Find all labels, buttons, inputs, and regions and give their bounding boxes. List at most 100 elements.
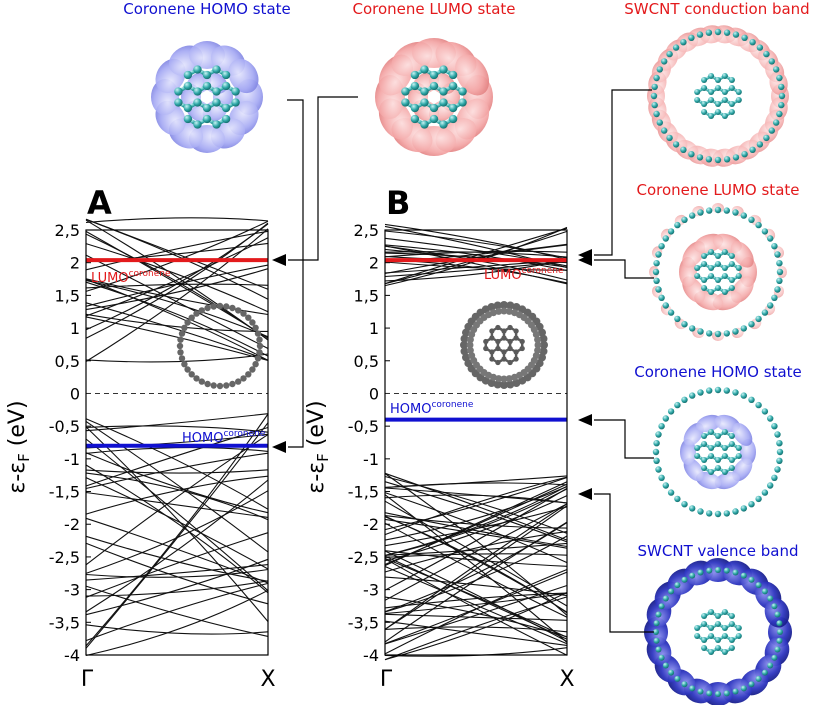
atom xyxy=(761,489,769,496)
atom xyxy=(708,288,715,296)
arrow-head xyxy=(578,488,592,500)
atom xyxy=(507,338,513,345)
atom xyxy=(735,272,742,280)
band-line xyxy=(384,576,568,597)
swcnt-coronene-lumo-picture xyxy=(649,203,787,341)
atom xyxy=(662,235,669,242)
atom xyxy=(221,103,231,113)
atom xyxy=(655,251,662,258)
atom xyxy=(489,356,495,362)
atom xyxy=(701,76,708,84)
atom xyxy=(495,324,501,331)
atom xyxy=(221,70,231,80)
atom xyxy=(448,103,458,113)
atom xyxy=(229,380,236,388)
band-line xyxy=(85,278,269,316)
atom xyxy=(767,482,774,489)
atom xyxy=(513,349,519,355)
atom xyxy=(221,81,231,91)
atom xyxy=(748,321,755,328)
orbital-lobe xyxy=(696,414,722,433)
y-tick-label: -3 xyxy=(363,581,379,600)
atom xyxy=(487,303,496,311)
band-line xyxy=(85,281,269,357)
band-line xyxy=(85,218,269,290)
band-line xyxy=(384,592,568,615)
atom xyxy=(245,371,252,378)
atom xyxy=(483,338,489,345)
atom xyxy=(756,141,764,148)
atom xyxy=(697,688,704,695)
band-line xyxy=(85,438,269,592)
atom xyxy=(493,380,502,389)
orbital-lobe xyxy=(714,471,740,490)
atom xyxy=(732,389,739,396)
atom xyxy=(506,380,515,389)
atom xyxy=(694,632,701,640)
atom xyxy=(501,356,507,362)
band-line xyxy=(85,279,269,338)
atom xyxy=(774,251,781,258)
atom xyxy=(701,260,708,268)
atom xyxy=(728,76,735,84)
panel-a-label: A xyxy=(87,184,112,222)
atom xyxy=(653,457,660,464)
atom xyxy=(662,415,669,422)
band-line xyxy=(384,558,568,656)
atom xyxy=(723,156,731,163)
band-line xyxy=(85,535,269,582)
atom xyxy=(689,685,696,692)
atom xyxy=(429,103,439,113)
atom xyxy=(662,302,669,309)
atom xyxy=(714,276,722,284)
y-tick-label: -2,5 xyxy=(348,548,379,567)
atom xyxy=(776,440,783,447)
atom xyxy=(767,235,774,242)
atom xyxy=(767,415,774,422)
y-tick-labels-b: 2,521,510,50-0,5-1-1,5-2-2,5-3-3,5-4 xyxy=(348,221,390,665)
atom xyxy=(653,110,660,118)
arrow-head xyxy=(578,254,592,266)
atom xyxy=(714,510,722,518)
atom xyxy=(761,309,769,316)
atom xyxy=(658,243,665,250)
atom xyxy=(183,114,193,124)
atom xyxy=(774,466,781,473)
atom xyxy=(661,58,668,65)
atom xyxy=(705,156,713,163)
atom xyxy=(732,209,739,216)
atom xyxy=(748,396,755,403)
y-tick-label: -1,5 xyxy=(348,483,379,502)
atom xyxy=(420,98,429,107)
atom xyxy=(755,315,762,323)
atom xyxy=(708,428,715,436)
atom xyxy=(721,248,728,256)
atom xyxy=(771,654,778,661)
band-line xyxy=(384,555,568,640)
band-line xyxy=(85,517,269,584)
lumo-label-b: LUMOcoronene xyxy=(484,266,564,283)
band-line xyxy=(384,505,568,630)
band-line xyxy=(384,244,568,272)
atom xyxy=(714,330,722,338)
atom xyxy=(771,243,778,250)
atom xyxy=(701,276,708,284)
arrow-head xyxy=(272,441,286,453)
atom xyxy=(761,588,768,595)
atom xyxy=(714,156,722,164)
band-line xyxy=(85,425,269,433)
band-line xyxy=(85,426,269,622)
band-line xyxy=(384,535,568,613)
atom xyxy=(501,349,507,355)
atom xyxy=(256,336,263,343)
atom xyxy=(651,101,658,109)
atom xyxy=(672,44,680,51)
atom xyxy=(721,608,728,616)
atom xyxy=(500,381,508,389)
y-tick-label: -0,5 xyxy=(49,417,80,436)
atom xyxy=(740,392,747,399)
atom xyxy=(708,264,715,272)
atom xyxy=(708,72,715,80)
band-line xyxy=(384,591,568,661)
atom xyxy=(658,423,665,430)
